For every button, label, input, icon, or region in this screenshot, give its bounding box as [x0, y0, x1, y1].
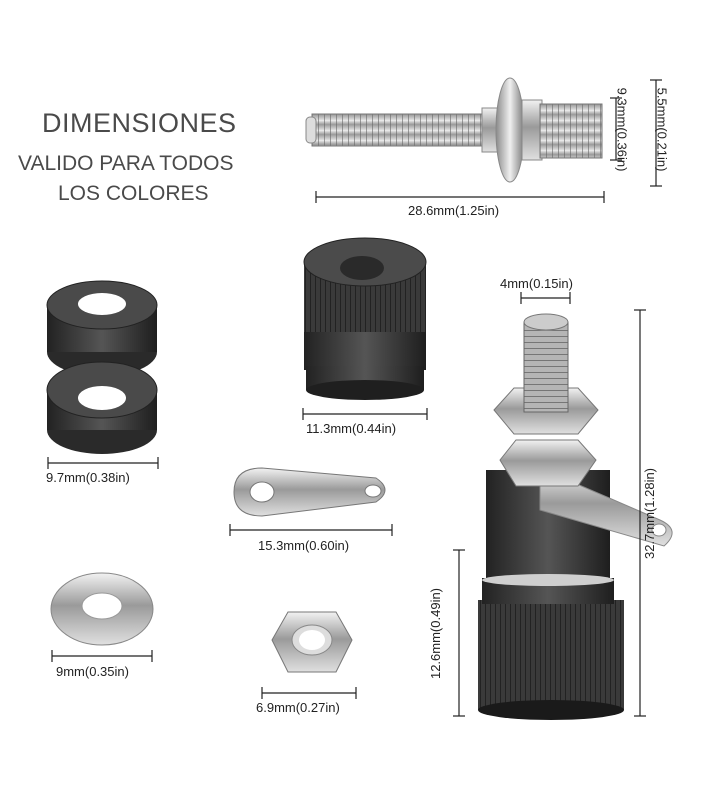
screw-thread-dia-label: 9.3mm(0.36in): [614, 87, 630, 172]
screw-head-dia-label: 5.5mm(0.21in): [654, 87, 670, 172]
lug-length-label: 15.3mm(0.60in): [258, 538, 350, 553]
title: DIMENSIONES: [42, 108, 237, 138]
post-total-height-label: 32.7mm(1.28in): [642, 467, 658, 560]
post-body-height-label: 12.6mm(0.49in): [428, 587, 444, 680]
post-thread-dia-label: 4mm(0.15in): [500, 276, 573, 291]
binding-post-assembly: [478, 313, 673, 720]
subtitle-line1: VALIDO PARA TODOS: [18, 152, 234, 175]
nut-dia-label: 6.9mm(0.27in): [256, 700, 340, 715]
hex-nut-part: [271, 611, 353, 673]
flat-washer-part: [50, 572, 154, 646]
cap-dia-label: 11.3mm(0.44in): [306, 421, 397, 436]
cap-part: [303, 237, 427, 400]
ring-washers: [46, 280, 158, 454]
subtitle-line2: LOS COLORES: [58, 182, 209, 205]
solder-lug-part: [233, 467, 386, 517]
screw-part: [305, 77, 603, 183]
screw-length-label: 28.6mm(1.25in): [408, 203, 500, 218]
flat-washer-dia-label: 9mm(0.35in): [56, 664, 129, 679]
ring-washer-dia-label: 9.7mm(0.38in): [46, 470, 130, 485]
